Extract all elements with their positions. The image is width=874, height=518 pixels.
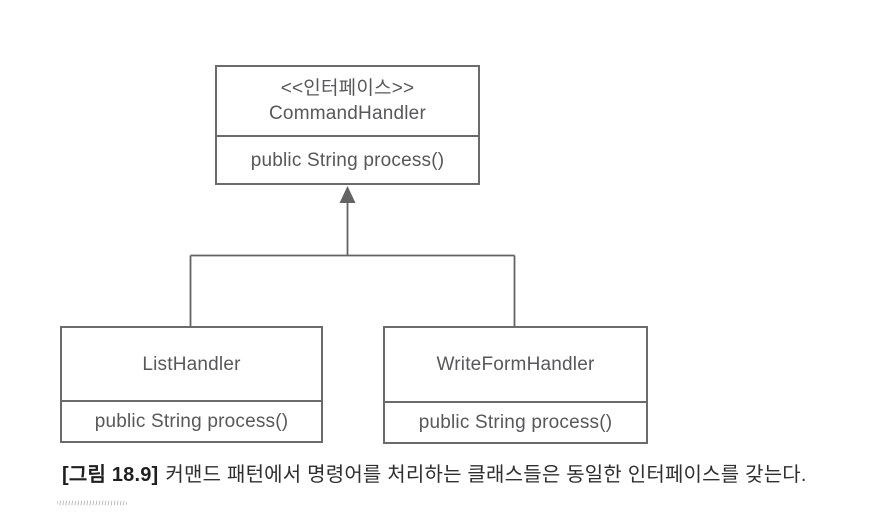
scan-smudge-artifact	[57, 500, 127, 506]
listhandler-method-compartment: public String process()	[62, 400, 321, 441]
writeformhandler-method-compartment: public String process()	[385, 401, 646, 442]
commandhandler-method: public String process()	[250, 149, 445, 171]
listhandler-class-name: ListHandler	[142, 353, 241, 375]
inheritance-arrowhead-icon	[339, 186, 356, 203]
figure-caption-text: 커맨드 패턴에서 명령어를 처리하는 클래스들은 동일한 인터페이스를 갖는다.	[165, 464, 807, 486]
commandhandler-name-compartment: <<인터페이스>> CommandHandler	[217, 67, 478, 135]
class-box-commandhandler: <<인터페이스>> CommandHandler public String p…	[215, 65, 480, 185]
writeformhandler-name-compartment: WriteFormHandler	[385, 328, 646, 401]
commandhandler-class-name: CommandHandler	[269, 103, 426, 124]
commandhandler-stereotype: <<인터페이스>>	[280, 78, 415, 99]
listhandler-name-compartment: ListHandler	[62, 328, 321, 400]
figure-caption-number: [그림 18.9]	[62, 464, 159, 486]
class-box-listhandler: ListHandler public String process()	[60, 326, 323, 443]
class-box-writeformhandler: WriteFormHandler public String process()	[383, 326, 648, 444]
writeformhandler-class-name: WriteFormHandler	[436, 354, 595, 375]
commandhandler-method-compartment: public String process()	[217, 135, 478, 183]
writeformhandler-method: public String process()	[418, 412, 613, 433]
listhandler-method: public String process()	[94, 411, 289, 432]
figure-caption: [그림 18.9] 커맨드 패턴에서 명령어를 처리하는 클래스들은 동일한 인터…	[62, 462, 807, 488]
